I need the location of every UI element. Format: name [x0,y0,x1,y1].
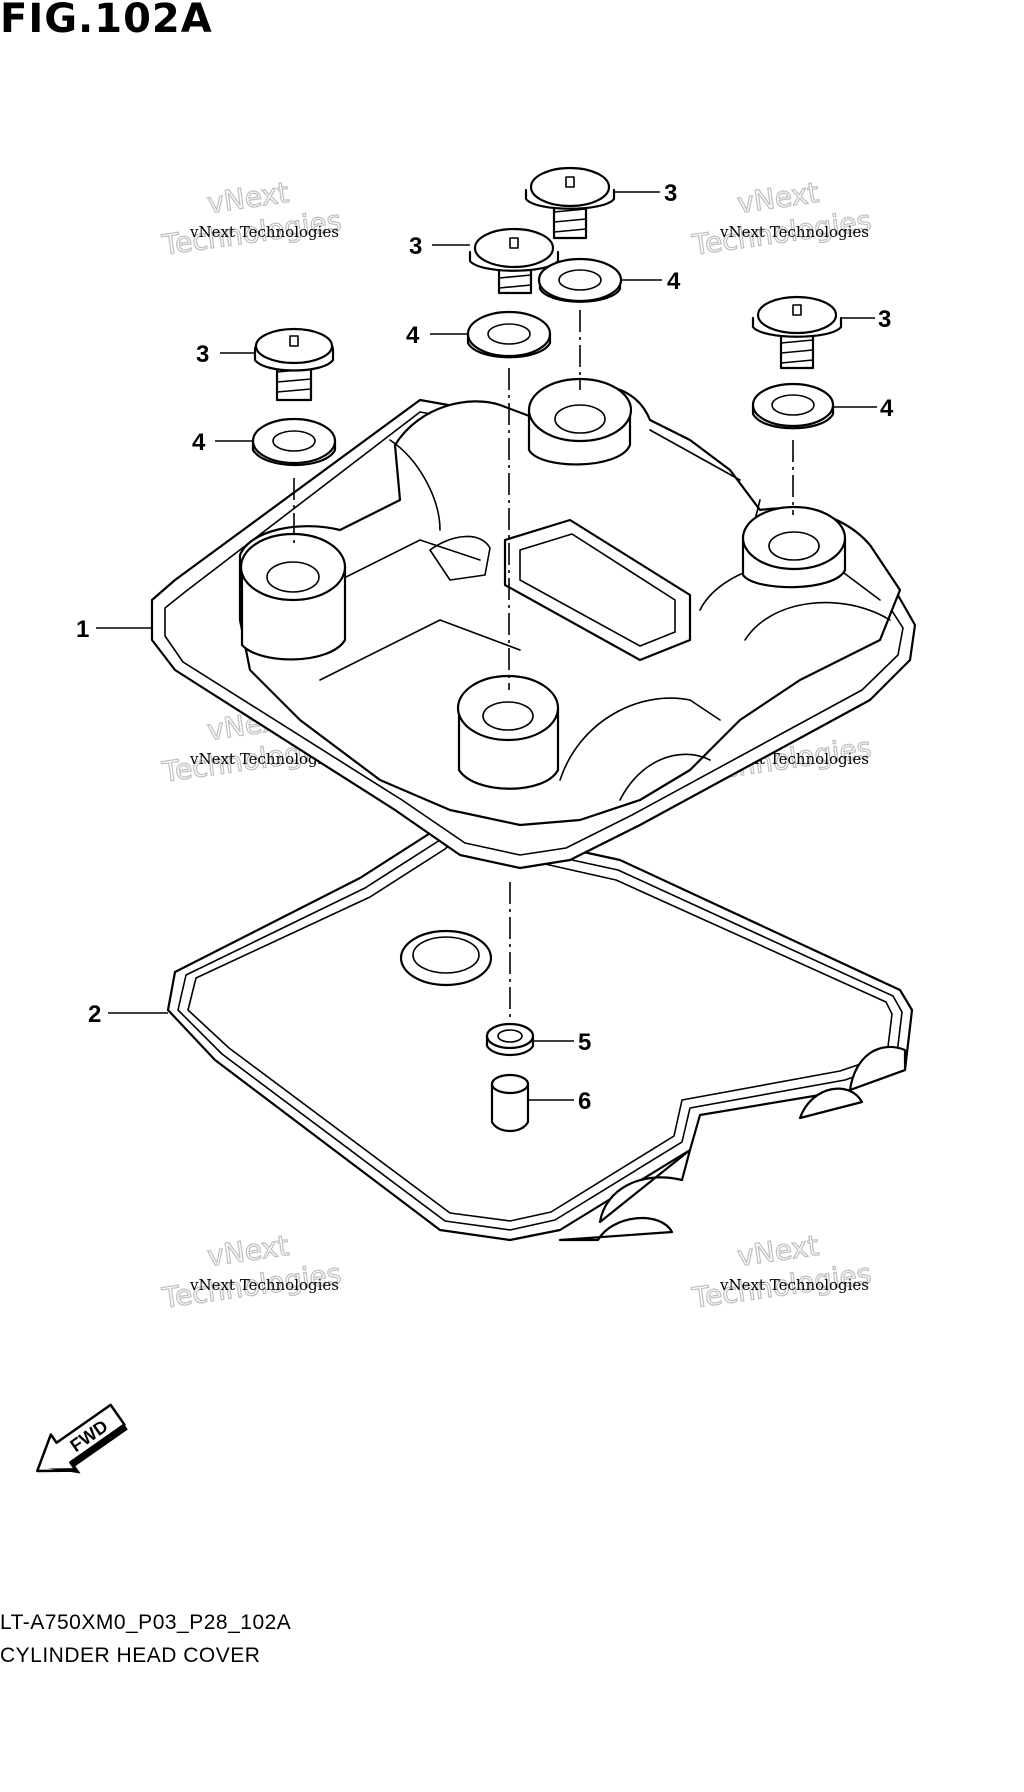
svg-text:2: 2 [88,1001,101,1028]
svg-text:1: 1 [76,616,89,643]
watermark: vNext Technologies vNext Technologies [689,1228,874,1315]
svg-text:3: 3 [664,180,677,207]
callout-3: 3 [841,306,891,333]
cover-bolt-boss [527,377,633,466]
svg-text:vNext Technologies: vNext Technologies [719,223,869,241]
svg-text:vNext Technologies: vNext Technologies [189,750,339,768]
bolt [468,227,560,295]
watermark: vNext Technologies vNext Technologies [159,1228,344,1315]
callout-4: 4 [833,395,894,422]
svg-text:4: 4 [880,395,894,422]
forward-arrow-icon: FWD [35,1403,128,1474]
washer [537,257,623,303]
svg-text:4: 4 [192,429,206,456]
svg-text:4: 4 [667,268,681,295]
cover-bolt-boss [456,674,560,790]
callout-4: 4 [192,429,253,456]
figure-title: FIG.102A [0,0,213,42]
dowel-pin [490,1073,530,1133]
cylinder-head-cover [150,377,917,870]
callout-2: 2 [88,1001,168,1028]
watermark: vNext Technologies vNext Technologies [159,175,344,262]
svg-text:5: 5 [578,1029,591,1056]
watermark: vNext Technologies vNext Technologies [689,175,874,262]
washer [466,310,552,359]
bolt [751,295,843,370]
washer [751,382,835,430]
plug-seal [485,1022,535,1057]
svg-text:4: 4 [406,322,420,349]
svg-text:3: 3 [409,233,422,260]
svg-text:3: 3 [196,341,209,368]
callout-4: 4 [620,268,681,295]
callout-5: 5 [533,1029,591,1056]
svg-text:3: 3 [878,306,891,333]
callout-4: 4 [406,322,468,349]
gasket [166,820,914,1242]
callout-1: 1 [76,616,152,643]
callout-6: 6 [528,1088,591,1115]
svg-text:vNext Technologies: vNext Technologies [189,223,339,241]
bolt [524,166,616,240]
bolt [253,327,335,402]
diagram-code: LT-A750XM0_P03_P28_102A [0,1611,292,1634]
svg-text:vNext Technologies: vNext Technologies [719,1276,869,1294]
callout-3: 3 [614,180,677,207]
callout-3: 3 [196,341,255,368]
assembly-lines [293,310,794,1020]
svg-text:vNext Technologies: vNext Technologies [189,1276,339,1294]
washer [251,417,337,466]
diagram-name: CYLINDER HEAD COVER [0,1644,261,1667]
svg-text:6: 6 [578,1088,591,1115]
cover-bolt-boss [239,532,347,661]
cover-bolt-boss [741,505,847,589]
callout-3: 3 [409,233,470,260]
